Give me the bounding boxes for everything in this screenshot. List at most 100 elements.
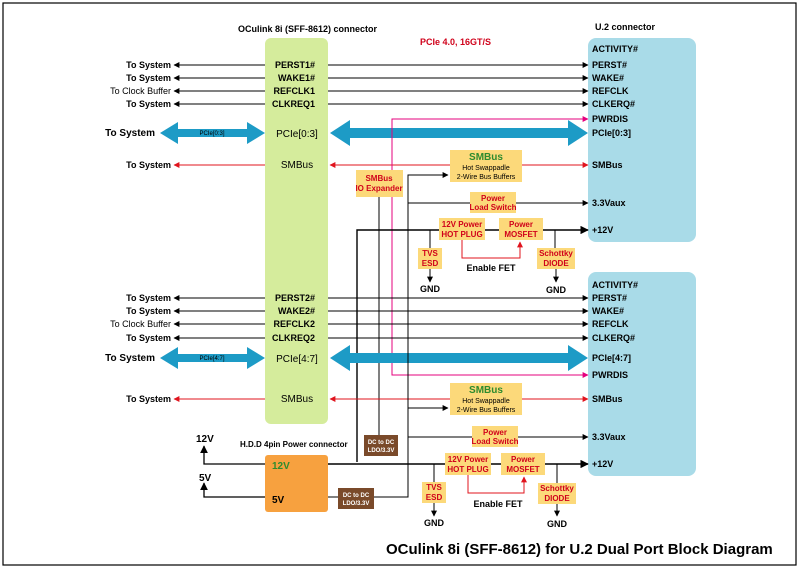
p1-oculink-sig-1: WAKE1# xyxy=(278,73,315,83)
rail-5v-line xyxy=(200,482,265,498)
p1-tvs-line1: TVS xyxy=(422,249,438,258)
p1-pcie-oculink: PCIe[0:3] xyxy=(276,129,318,140)
p1-load-switch-line2: Load Switch xyxy=(469,203,516,212)
p2-oculink-sig-1: WAKE2# xyxy=(278,306,315,316)
u2-p1-sig-8: 3.3Vaux xyxy=(592,198,626,208)
p2-left-label-3: To System xyxy=(126,333,171,343)
p2-smbus-buffer-title: SMBus xyxy=(469,385,503,396)
p2-mosfet-line2: MOSFET xyxy=(506,465,539,474)
p1-left-label-0: To System xyxy=(126,60,171,70)
p1-hot-plug-line1: 12V Power xyxy=(442,220,482,229)
p1-mosfet-line1: Power xyxy=(509,220,533,229)
dc-to-dc-upper xyxy=(364,435,398,456)
p2-oculink-sig-0: PERST2# xyxy=(275,293,315,303)
p1-schottky-line2: DIODE xyxy=(543,259,569,268)
p2-smbus-buffer-body2: 2-Wire Bus Buffers xyxy=(457,407,516,414)
rail-12v-line xyxy=(200,445,265,465)
p2-left-label-0: To System xyxy=(126,293,171,303)
p1-smbus-buffer xyxy=(450,150,522,182)
p2-tvs-esd xyxy=(422,482,446,503)
p1-smbus-buffer-body2: 2-Wire Bus Buffers xyxy=(457,174,516,181)
u2-p2-sig-3: REFCLK xyxy=(592,319,629,329)
p1-load-switch-line1: Power xyxy=(481,194,505,203)
p2-schottky-diode xyxy=(538,483,576,504)
p1-mosfet xyxy=(499,218,543,240)
u2-p2-sig-6: PWRDIS xyxy=(592,370,628,380)
u2-p1-sig-6: PCIe[0:3] xyxy=(592,128,631,138)
p1-smbus-left: To System xyxy=(126,160,171,170)
p1-schottky-line1: Schottky xyxy=(539,249,573,258)
p2-hot-plug xyxy=(445,453,491,475)
port2-sideband xyxy=(173,295,589,341)
u2-p1-sig-3: REFCLK xyxy=(592,86,629,96)
u2-p2-sig-8: 3.3Vaux xyxy=(592,432,626,442)
p1-enable-fet-line xyxy=(461,240,523,259)
pcie-spec-label: PCIe 4.0, 16GT/S xyxy=(420,37,491,47)
p2-smbus-left: To System xyxy=(126,394,171,404)
p1-pwrdis-line xyxy=(391,116,589,375)
p1-oculink-sig-0: PERST1# xyxy=(275,60,315,70)
p2-buffer-enable-line xyxy=(407,405,449,440)
p1-smbus-oculink: SMBus xyxy=(281,160,313,171)
p2-oculink-sig-3: CLKREQ2 xyxy=(272,333,315,343)
u2-p2-sig-1: PERST# xyxy=(592,293,627,303)
dc-lower-line1: DC to DC xyxy=(343,493,370,499)
p2-hot-plug-line2: HOT PLUG xyxy=(447,465,488,474)
u2-p1-sig-0: ACTIVITY# xyxy=(592,44,638,54)
p2-enable-fet-line xyxy=(467,475,527,494)
u2-p1-sig-2: WAKE# xyxy=(592,73,624,83)
hdd-12v-pin: 12V xyxy=(272,461,290,472)
u2-p2-sig-2: WAKE# xyxy=(592,306,624,316)
p1-hot-plug xyxy=(439,218,485,240)
p2-schottky-line1: Schottky xyxy=(540,484,574,493)
p2-pwrdis-line xyxy=(391,365,589,378)
p2-pcie-oculink: PCIe[4:7] xyxy=(276,354,318,365)
p2-mosfet xyxy=(501,453,545,475)
p2-tvs-gnd: GND xyxy=(424,518,445,528)
p1-power-load-switch xyxy=(470,192,516,213)
p2-power-load-switch xyxy=(472,426,518,447)
u2-p1-sig-7: SMBus xyxy=(592,160,623,170)
rail-5v-label: 5V xyxy=(199,473,212,484)
u2-connector-port1 xyxy=(588,38,696,242)
u2-p2-sig-5: PCIe[4:7] xyxy=(592,353,631,363)
p1-left-label-1: To System xyxy=(126,73,171,83)
hdd-power-connector xyxy=(265,455,328,512)
p2-smbus-buffer-body1: Hot Swappadle xyxy=(462,398,510,405)
io-expander-line2: IO Expander xyxy=(355,184,402,193)
p2-hot-plug-line1: 12V Power xyxy=(448,455,488,464)
u2-p2-sig-4: CLKERQ# xyxy=(592,333,635,343)
p2-pcie-left: To System xyxy=(105,353,155,364)
oculink-connector xyxy=(265,38,328,424)
p1-oculink-sig-3: CLKREQ1 xyxy=(272,99,315,109)
u2-p2-sig-9: +12V xyxy=(592,459,613,469)
p1-buffer-enable-line xyxy=(407,172,449,205)
oculink-connector-title: OCulink 8i (SFF-8612) connector xyxy=(238,24,378,34)
p1-pcie-left: To System xyxy=(105,128,155,139)
dc-upper-line1: DC to DC xyxy=(368,440,395,446)
p2-load-switch-line2: Load Switch xyxy=(471,437,518,446)
p2-left-label-1: To System xyxy=(126,306,171,316)
dc-lower-line2: LDO/3.3V xyxy=(343,501,370,507)
u2-p2-sig-7: SMBus xyxy=(592,394,623,404)
p1-schottky-diode xyxy=(537,248,575,269)
rail-12v-label: 12V xyxy=(196,434,214,445)
hdd-connector-title: H.D.D 4pin Power connector xyxy=(240,440,348,449)
port1-sideband xyxy=(173,62,589,107)
33v-supply-line xyxy=(374,205,409,498)
u2-p1-sig-1: PERST# xyxy=(592,60,627,70)
p1-mosfet-line2: MOSFET xyxy=(504,230,537,239)
p1-tvs-line2: ESD xyxy=(422,259,439,268)
p2-left-label-2: To Clock Buffer xyxy=(110,319,171,329)
p1-enable-fet-label: Enable FET xyxy=(466,263,516,273)
p1-oculink-sig-2: REFCLK1 xyxy=(273,86,315,96)
dc-to-dc-lower xyxy=(338,488,374,509)
u2-p1-sig-9: +12V xyxy=(592,225,613,235)
p2-schottky-gnd: GND xyxy=(547,519,568,529)
p1-smbus-buffer-title: SMBus xyxy=(469,152,503,163)
p2-tvs-line1: TVS xyxy=(426,483,442,492)
p2-load-switch-line1: Power xyxy=(483,428,507,437)
